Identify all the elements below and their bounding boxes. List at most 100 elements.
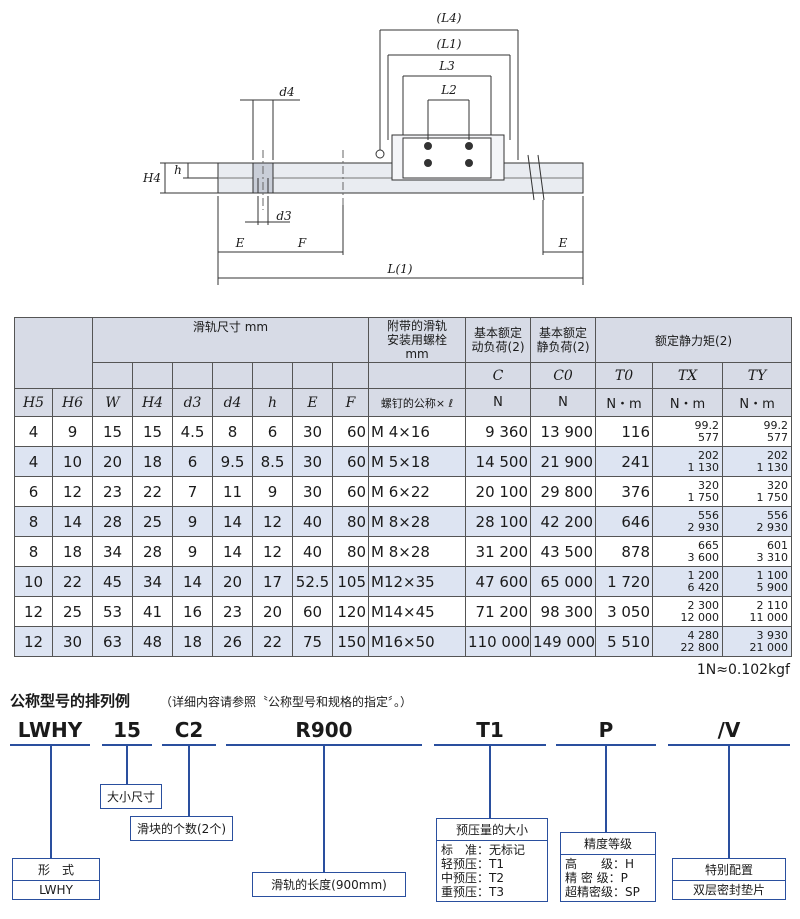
label-l1: (L1) bbox=[437, 37, 462, 51]
cell-ty-line: 99.2 bbox=[763, 418, 789, 432]
header-stat-line2: 静负荷(2) bbox=[536, 340, 590, 354]
sym-d3: d3 bbox=[172, 388, 213, 417]
preload-heavy: 重预压：T3 bbox=[441, 885, 504, 899]
cell-t0: 241 bbox=[595, 446, 654, 477]
cell-f: 120 bbox=[331, 596, 370, 627]
cell-tx-line: 556 bbox=[698, 508, 720, 522]
cell-d3: 4.5 bbox=[172, 416, 213, 447]
cell-tx-line: 2 300 bbox=[687, 598, 720, 612]
box-form-body: LWHY bbox=[39, 883, 73, 897]
cell-f: 150 bbox=[331, 626, 370, 657]
cell-h6: 12 bbox=[52, 476, 93, 507]
sym-bolt: 螺钉的公称× ℓ bbox=[368, 388, 467, 417]
header-dyn-line1: 基本额定 bbox=[474, 326, 523, 340]
cell-d3: 7 bbox=[172, 476, 213, 507]
label-d3: d3 bbox=[276, 209, 292, 223]
preload-standard: 标 准：无标记 bbox=[441, 843, 526, 857]
cell-h4: 25 bbox=[132, 506, 173, 537]
cell-d4: 20 bbox=[212, 566, 253, 597]
cell-h5: 10 bbox=[14, 566, 53, 597]
segment-size: 15 bbox=[102, 718, 152, 746]
segment-preload: T1 bbox=[434, 718, 546, 746]
cell-ty-line: 1 130 bbox=[756, 460, 789, 474]
cell-ty-line: 320 bbox=[767, 478, 789, 492]
cell-w: 45 bbox=[92, 566, 133, 597]
cell-w: 23 bbox=[92, 476, 133, 507]
cell-h: 12 bbox=[252, 506, 293, 537]
cell-ty-line: 577 bbox=[767, 430, 789, 444]
sym-e: E bbox=[292, 388, 333, 417]
sym-c0: C0 bbox=[530, 362, 597, 389]
cell-c: 110 000 bbox=[465, 626, 532, 657]
box-preload-header: 预压量的大小 bbox=[437, 819, 547, 841]
box-special-body: 双层密封垫片 bbox=[692, 883, 765, 897]
cell-d3: 9 bbox=[172, 506, 213, 537]
cell-h5: 8 bbox=[14, 506, 53, 537]
cell-f: 80 bbox=[331, 536, 370, 567]
cell-h5: 6 bbox=[14, 476, 53, 507]
cell-c0: 65 000 bbox=[530, 566, 597, 597]
cell-h4: 41 bbox=[132, 596, 173, 627]
cell-t0: 376 bbox=[595, 476, 654, 507]
cell-ty-line: 202 bbox=[767, 448, 789, 462]
cell-ty-line: 3 310 bbox=[756, 550, 789, 564]
box-blocks: 滑块的个数(2个) bbox=[130, 816, 233, 841]
connector-blocks bbox=[188, 746, 190, 816]
connector-length bbox=[323, 746, 325, 872]
cell-e: 30 bbox=[292, 446, 333, 477]
cell-tx-line: 1 750 bbox=[687, 490, 720, 504]
cell-h: 17 bbox=[252, 566, 293, 597]
cell-ty-line: 556 bbox=[767, 508, 789, 522]
cell-d4: 8 bbox=[212, 416, 253, 447]
cell-tx-line: 22 800 bbox=[680, 640, 720, 654]
label-f: F bbox=[297, 236, 307, 250]
sym-ty: TY bbox=[722, 362, 793, 389]
header-blank bbox=[14, 317, 93, 389]
cell-tx-line: 1 130 bbox=[687, 460, 720, 474]
box-form-header: 形 式 bbox=[13, 859, 99, 881]
cell-bolt: M 8×28 bbox=[368, 536, 467, 567]
sym-h6: H6 bbox=[52, 388, 93, 417]
cell-bolt: M16×50 bbox=[368, 626, 467, 657]
connector-form bbox=[50, 746, 52, 858]
box-length: 滑轨的长度(900mm) bbox=[252, 872, 406, 897]
segment-form: LWHY bbox=[10, 718, 90, 746]
cell-c0: 29 800 bbox=[530, 476, 597, 507]
cell-bolt: M12×35 bbox=[368, 566, 467, 597]
cell-w: 34 bbox=[92, 536, 133, 567]
cell-d4: 26 bbox=[212, 626, 253, 657]
cell-h5: 4 bbox=[14, 416, 53, 447]
cell-h5: 8 bbox=[14, 536, 53, 567]
unit-ty: N・m bbox=[722, 388, 793, 417]
segment-length: R900 bbox=[226, 718, 422, 746]
cell-h: 6 bbox=[252, 416, 293, 447]
cell-h4: 18 bbox=[132, 446, 173, 477]
sym-d4: d4 bbox=[212, 388, 253, 417]
cell-h5: 12 bbox=[14, 626, 53, 657]
cell-h6: 10 bbox=[52, 446, 93, 477]
header-dyn: 基本额定 动负荷(2) bbox=[465, 317, 532, 363]
cell-c: 31 200 bbox=[465, 536, 532, 567]
label-l-total: L(1) bbox=[387, 262, 413, 276]
cell-ty-line: 3 930 bbox=[756, 628, 789, 642]
grade-super: 超精密级：SP bbox=[565, 885, 640, 899]
connector-special bbox=[728, 746, 730, 858]
unit-t0: N・m bbox=[595, 388, 654, 417]
order-note: （详细内容请参照〝公称型号和规格的指定〞。） bbox=[160, 695, 413, 709]
header-bolt: 附带的滑轨 安装用螺栓 mm bbox=[368, 317, 467, 363]
cell-h6: 22 bbox=[52, 566, 93, 597]
sym-f: F bbox=[331, 388, 370, 417]
cell-ty-line: 21 000 bbox=[749, 640, 789, 654]
cell-bolt: M14×45 bbox=[368, 596, 467, 627]
cell-h: 22 bbox=[252, 626, 293, 657]
